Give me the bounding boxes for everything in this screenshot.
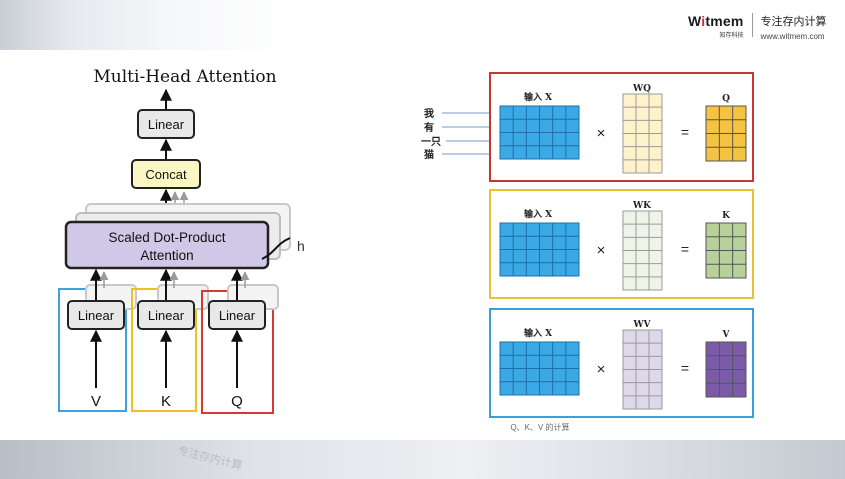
- k-input-label: K: [161, 393, 171, 410]
- qkv-computation-diagram: 我 有 一只 猫 Q、K、V 的计算 输入 X×WQ=Q输入 X×WK=K输入 …: [421, 72, 754, 432]
- qkv-caption: Q、K、V 的计算: [510, 422, 569, 432]
- panel-q-input-label: 输入 X: [524, 91, 552, 103]
- word-token-4: 猫: [424, 148, 434, 161]
- attention-label-line1: Scaled Dot-Product: [108, 230, 225, 245]
- head-count-brace: [261, 237, 291, 260]
- panel-k-output-label: K: [722, 211, 731, 221]
- attention-label-line2: Attention: [140, 248, 193, 263]
- multi-head-attention-diagram: Multi-Head Attention Linear Concat Scale…: [58, 67, 305, 414]
- q-input-label: Q: [231, 393, 243, 410]
- panel-k-times: ×: [597, 242, 606, 259]
- panel-q-output-matrix: [705, 105, 747, 162]
- panel-v-equals: =: [681, 360, 689, 376]
- linear-k-box: [137, 300, 195, 330]
- head-count-label: h: [297, 238, 305, 254]
- panel-q: 输入 X × WQ = Q: [489, 72, 754, 182]
- bottom-banner: 专注存内计算: [0, 440, 845, 479]
- panel-v-input-matrix: [499, 341, 580, 396]
- brand-logo-prefix: W: [688, 13, 702, 29]
- panel-q-equals: =: [681, 124, 689, 140]
- brand-logo: Witmem 知存科技: [688, 13, 744, 39]
- top-linear-box: [137, 109, 195, 139]
- panel-v-times: ×: [597, 361, 606, 378]
- brand-slogan-block: 专注存内计算 www.witmem.com: [761, 13, 827, 41]
- brand-header: Witmem 知存科技 专注存内计算 www.witmem.com: [688, 13, 827, 41]
- linear-q-label: Linear: [219, 308, 256, 323]
- brand-logo-name: Witmem: [688, 13, 744, 29]
- panel-v-weight-matrix: [622, 329, 663, 410]
- brand-logo-dot: i: [701, 13, 706, 29]
- scaled-dot-product-attention-box: [64, 220, 270, 270]
- linear-k-label: Linear: [148, 308, 185, 323]
- linear-q-box: [208, 300, 266, 330]
- panel-k-input-matrix: [499, 222, 580, 277]
- panel-k: 输入 X × WK = K: [489, 189, 754, 299]
- panel-q-output-label: Q: [722, 94, 730, 104]
- word-token-1: 我: [424, 107, 434, 120]
- concat-label: Concat: [145, 167, 187, 182]
- panel-q-weight-matrix: [622, 93, 663, 174]
- panel-q-times: ×: [597, 125, 606, 142]
- input-column-k: Linear K: [131, 268, 209, 412]
- word-token-2: 有: [424, 121, 434, 134]
- brand-slogan: 专注存内计算: [760, 15, 827, 28]
- concat-box: [131, 159, 201, 189]
- linear-v-box: [67, 300, 125, 330]
- mha-title: Multi-Head Attention: [93, 67, 276, 87]
- brand-logo-suffix: tmem: [705, 13, 744, 29]
- brand-divider: [751, 13, 753, 37]
- input-column-q: Linear Q: [201, 268, 279, 414]
- v-input-label: V: [91, 393, 101, 410]
- word-token-3: 一只: [421, 136, 441, 148]
- panel-k-output-matrix: [705, 222, 747, 279]
- top-banner: [0, 0, 845, 50]
- panel-v-weight-label: WV: [632, 320, 651, 330]
- panel-k-input-label: 输入 X: [524, 208, 552, 220]
- panel-q-weight-label: WQ: [632, 84, 651, 94]
- panel-v-input-label: 输入 X: [524, 327, 552, 339]
- panel-v: 输入 X × WV = V: [489, 308, 754, 418]
- brand-url: www.witmem.com: [760, 32, 825, 41]
- panel-k-equals: =: [681, 241, 689, 257]
- panel-k-weight-label: WK: [632, 201, 652, 211]
- panel-v-output-matrix: [705, 341, 747, 398]
- input-column-v: Linear V: [58, 268, 137, 412]
- linear-v-label: Linear: [78, 308, 115, 323]
- panel-q-input-matrix: [499, 105, 580, 160]
- panel-v-output-label: V: [722, 330, 731, 340]
- top-linear-label: Linear: [148, 117, 185, 132]
- panel-k-weight-matrix: [622, 210, 663, 291]
- brand-logo-subtitle: 知存科技: [719, 32, 744, 39]
